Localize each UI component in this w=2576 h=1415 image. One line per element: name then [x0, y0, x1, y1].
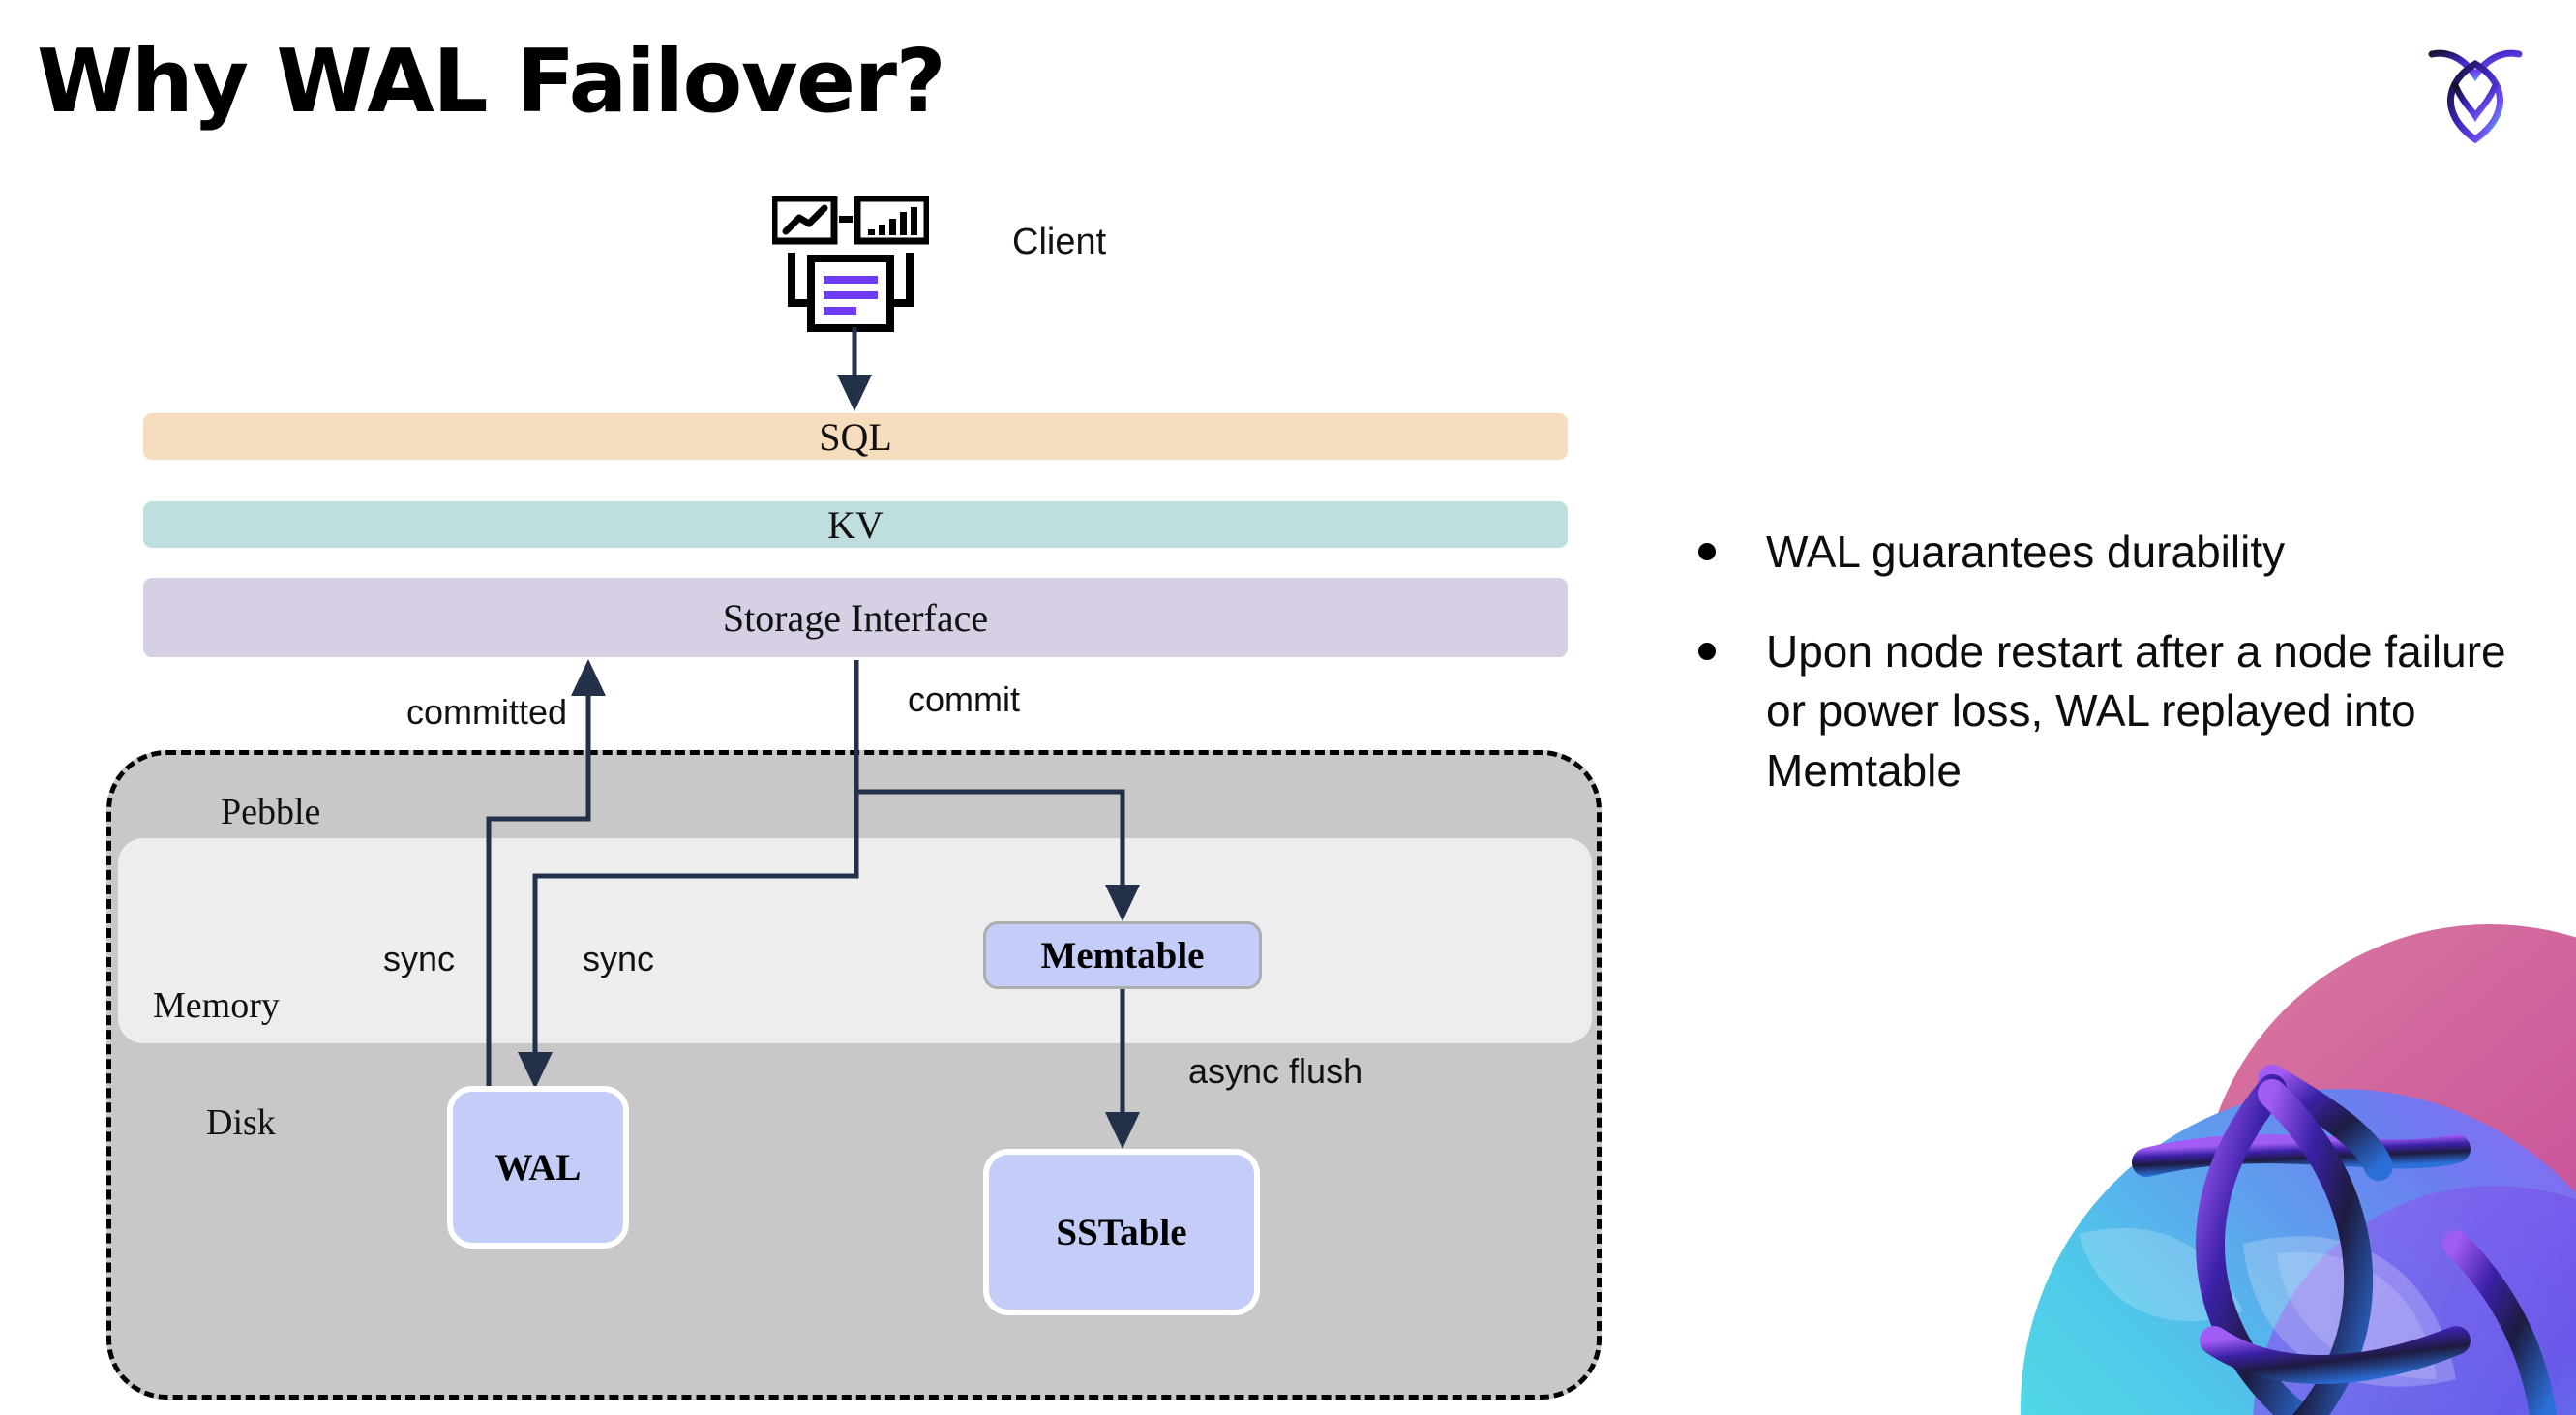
bullet-dot-icon [1698, 543, 1716, 560]
page-title: Why WAL Failover? [37, 31, 946, 133]
bullet-text: Upon node restart after a node failure o… [1766, 626, 2506, 796]
node-label-memtable: Memtable [1040, 934, 1205, 977]
edge-label-commit: commit [908, 679, 1020, 719]
decorative-gradient-circles [1953, 924, 2576, 1415]
bullet-list: WAL guarantees durability Upon node rest… [1698, 523, 2531, 841]
node-sstable: SSTable [983, 1149, 1260, 1315]
cockroachdb-logo-icon [2422, 31, 2529, 145]
layer-label-kv: KV [827, 502, 884, 547]
layer-bar-kv: KV [143, 501, 1568, 548]
list-item: Upon node restart after a node failure o… [1698, 622, 2531, 800]
layer-bar-sql: SQL [143, 413, 1568, 460]
node-memtable: Memtable [983, 921, 1262, 989]
layer-bar-storage: Storage Interface [143, 578, 1568, 657]
pebble-label: Pebble [221, 792, 321, 832]
edge-label-async-flush: async flush [1188, 1051, 1363, 1091]
memory-label: Memory [153, 985, 280, 1026]
client-label: Client [1012, 222, 1107, 262]
bullet-dot-icon [1698, 643, 1716, 661]
client-dashboard-icon [770, 195, 931, 332]
edge-label-sync-right: sync [583, 939, 655, 978]
layer-label-storage: Storage Interface [722, 595, 989, 640]
layer-label-sql: SQL [819, 414, 892, 459]
memory-region [118, 838, 1592, 1043]
list-item: WAL guarantees durability [1698, 523, 2531, 582]
bullet-text: WAL guarantees durability [1766, 527, 2286, 577]
node-label-sstable: SSTable [1056, 1211, 1187, 1253]
edge-label-sync-left: sync [383, 939, 456, 978]
node-wal: WAL [447, 1086, 629, 1249]
node-label-wal: WAL [494, 1146, 582, 1189]
disk-label: Disk [206, 1102, 276, 1143]
edge-label-committed: committed [406, 692, 568, 732]
